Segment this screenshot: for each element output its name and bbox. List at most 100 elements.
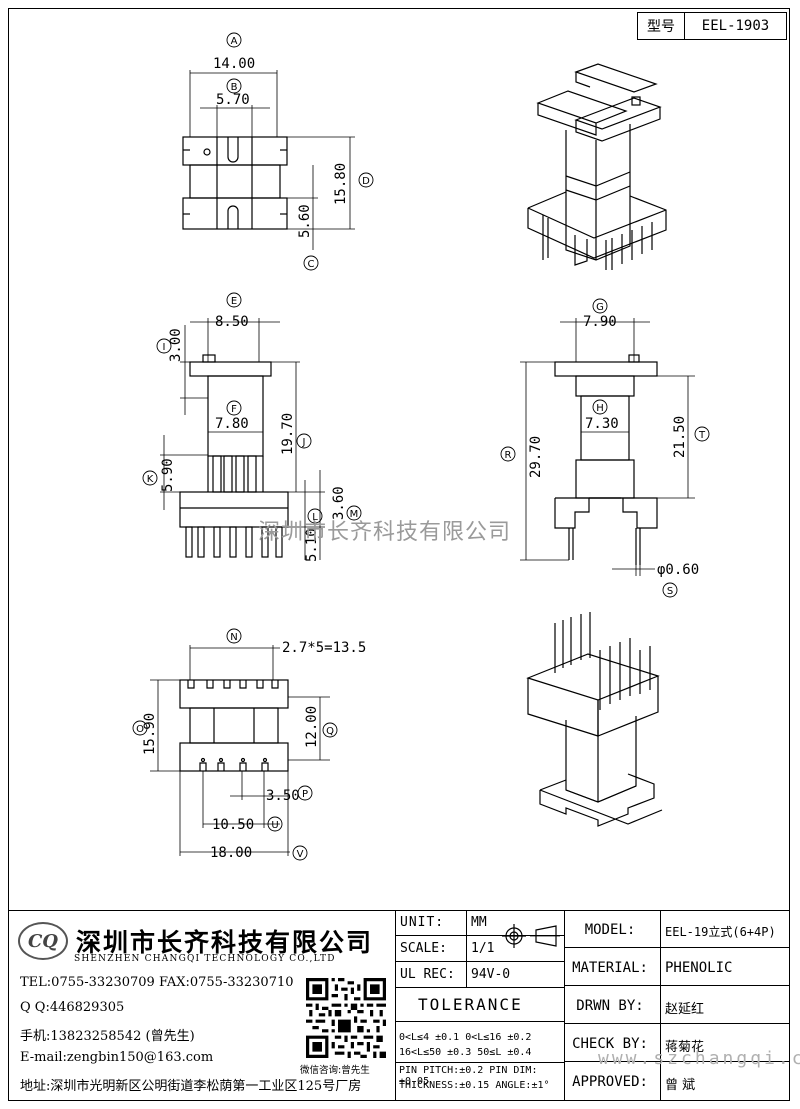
callout-R: R bbox=[505, 450, 512, 461]
check-label: CHECK BY: bbox=[572, 1036, 648, 1052]
drawing-frame bbox=[8, 8, 790, 1101]
callout-V: V bbox=[297, 849, 304, 860]
callout-E: E bbox=[231, 296, 237, 307]
watermark-url: www.szchangqi.cn bbox=[598, 1048, 800, 1069]
top-view bbox=[182, 70, 355, 250]
material-row: MATERIAL: PHENOLIC bbox=[565, 948, 790, 986]
projection-symbol-icon bbox=[502, 924, 560, 948]
model-key: 型号 bbox=[638, 13, 685, 39]
material-value: PHENOLIC bbox=[665, 960, 733, 976]
watermark: 深圳市长齐科技有限公司 bbox=[258, 520, 512, 545]
tolerance-line-4: THICKNESS:±0.15 ANGLE:±1° bbox=[399, 1080, 550, 1091]
company-email: E-mail:zengbin150@163.com bbox=[20, 1050, 214, 1065]
callout-G: G bbox=[596, 302, 604, 313]
dim-N: 2.7*5=13.5 bbox=[282, 640, 366, 656]
model-number-box: 型号 EEL-1903 bbox=[637, 12, 787, 40]
approved-value: 曾 斌 bbox=[665, 1078, 696, 1093]
callout-F: F bbox=[231, 404, 237, 415]
drawn-row: DRWN BY: 赵延红 bbox=[565, 986, 790, 1024]
dim-O: 15.90 bbox=[142, 713, 158, 755]
unit-label: UNIT: bbox=[400, 915, 445, 930]
front-view bbox=[520, 318, 695, 576]
company-mobile: 手机:13823258542 (曾先生) bbox=[20, 1029, 195, 1044]
callout-T: T bbox=[698, 430, 706, 441]
dim-T: 21.50 bbox=[672, 416, 688, 458]
qr-code bbox=[306, 978, 386, 1058]
technical-drawing: 14.00 5.70 15.80 5.60 8.50 3.00 7.80 19.… bbox=[132, 32, 710, 861]
callout-C: C bbox=[308, 259, 315, 270]
callout-P: P bbox=[302, 789, 308, 800]
tolerance-line-2: 16<L≤50 ±0.3 50≤L ±0.4 bbox=[399, 1047, 532, 1058]
callout-O: O bbox=[136, 724, 144, 735]
dim-I: 3.00 bbox=[168, 328, 184, 362]
dim-C: 5.60 bbox=[297, 204, 313, 238]
check-value: 蒋菊花 bbox=[665, 1040, 705, 1055]
dim-F: 7.80 bbox=[215, 416, 249, 432]
dim-U: 10.50 bbox=[212, 817, 254, 833]
dim-B: 5.70 bbox=[216, 92, 250, 108]
company-logo: CQ bbox=[18, 922, 68, 960]
check-row: CHECK BY: 蒋菊花 bbox=[565, 1024, 790, 1062]
dim-S: φ0.60 bbox=[657, 562, 699, 578]
company-name-en: SHENZHEN CHANGQI TECHNOLOGY CO.,LTD bbox=[74, 954, 336, 964]
callout-S: S bbox=[667, 586, 673, 597]
dim-K: 5.90 bbox=[160, 458, 176, 492]
dim-G: 7.90 bbox=[583, 314, 617, 330]
dim-E: 8.50 bbox=[215, 314, 249, 330]
scale-value: 1/1 bbox=[466, 936, 497, 961]
dim-L: 5.10 bbox=[304, 528, 320, 562]
ulrec-label: UL REC: bbox=[400, 967, 455, 982]
callout-B: B bbox=[231, 82, 238, 93]
material-label: MATERIAL: bbox=[572, 960, 648, 976]
model-value-cell: EEL-19立式(6+4P) bbox=[665, 925, 776, 939]
callout-D: D bbox=[362, 176, 370, 187]
callout-J: J bbox=[302, 437, 306, 448]
drawn-label: DRWN BY: bbox=[576, 998, 644, 1014]
dim-P: 3.50 bbox=[266, 788, 300, 804]
drawn-value: 赵延红 bbox=[665, 1002, 705, 1017]
ulrec-row: UL REC: 94V-0 bbox=[396, 962, 564, 988]
dim-J: 19.70 bbox=[280, 413, 296, 455]
unit-row: UNIT: MM bbox=[396, 910, 564, 936]
approval-grid: MODEL: EEL-19立式(6+4P) MATERIAL: PHENOLIC… bbox=[565, 910, 790, 1101]
callout-M: M bbox=[350, 509, 359, 520]
tolerance-title: TOLERANCE bbox=[418, 995, 523, 1014]
dim-V: 18.00 bbox=[210, 845, 252, 861]
dim-D: 15.80 bbox=[333, 163, 349, 205]
callout-I: I bbox=[163, 342, 166, 353]
unit-value: MM bbox=[466, 910, 497, 935]
dim-R: 29.70 bbox=[528, 436, 544, 478]
callout-N: N bbox=[230, 632, 237, 643]
callout-U: U bbox=[271, 820, 278, 831]
callout-H: H bbox=[596, 403, 604, 414]
tolerance-line-3: PIN PITCH:±0.2 PIN DIM:±0.05 bbox=[399, 1065, 538, 1087]
approval-column-divider bbox=[660, 910, 661, 1101]
company-header: CQ 深圳市长齐科技有限公司 bbox=[18, 922, 373, 960]
tolerance-title-row: TOLERANCE bbox=[396, 988, 564, 1022]
model-row: MODEL: EEL-19立式(6+4P) bbox=[565, 910, 790, 948]
ulrec-value: 94V-0 bbox=[466, 962, 510, 987]
scale-label: SCALE: bbox=[400, 941, 447, 956]
bottom-view bbox=[150, 645, 330, 856]
callout-Q: Q bbox=[326, 726, 334, 737]
dim-H: 7.30 bbox=[585, 416, 619, 432]
tolerance-divider bbox=[396, 1062, 564, 1063]
dim-M: 3.60 bbox=[331, 486, 347, 520]
approved-label: APPROVED: bbox=[572, 1074, 648, 1090]
side-view bbox=[160, 318, 325, 560]
callout-A: A bbox=[231, 36, 238, 47]
callout-L: L bbox=[312, 512, 318, 523]
callout-circles bbox=[132, 32, 710, 861]
dim-A: 14.00 bbox=[213, 56, 255, 72]
model-value: EEL-1903 bbox=[701, 18, 770, 34]
scale-row: SCALE: 1/1 bbox=[396, 936, 564, 962]
company-address: 地址:深圳市光明新区公明街道李松荫第一工业区125号厂房 bbox=[20, 1079, 362, 1094]
company-qq: Q Q:446829305 bbox=[20, 1000, 125, 1015]
model-label: MODEL: bbox=[584, 922, 636, 938]
approved-row: APPROVED: 曾 斌 bbox=[565, 1062, 790, 1101]
isometric-view-bottom bbox=[526, 612, 663, 827]
company-name-cn: 深圳市长齐科技有限公司 bbox=[76, 928, 374, 957]
qr-caption: 微信咨询:曾先生 bbox=[300, 1065, 370, 1076]
spec-grid: UNIT: MM SCALE: 1/1 UL REC: 94V-0 TOLERA… bbox=[395, 910, 565, 1101]
company-tel: TEL:0755-33230709 FAX:0755-33230710 bbox=[20, 975, 294, 990]
